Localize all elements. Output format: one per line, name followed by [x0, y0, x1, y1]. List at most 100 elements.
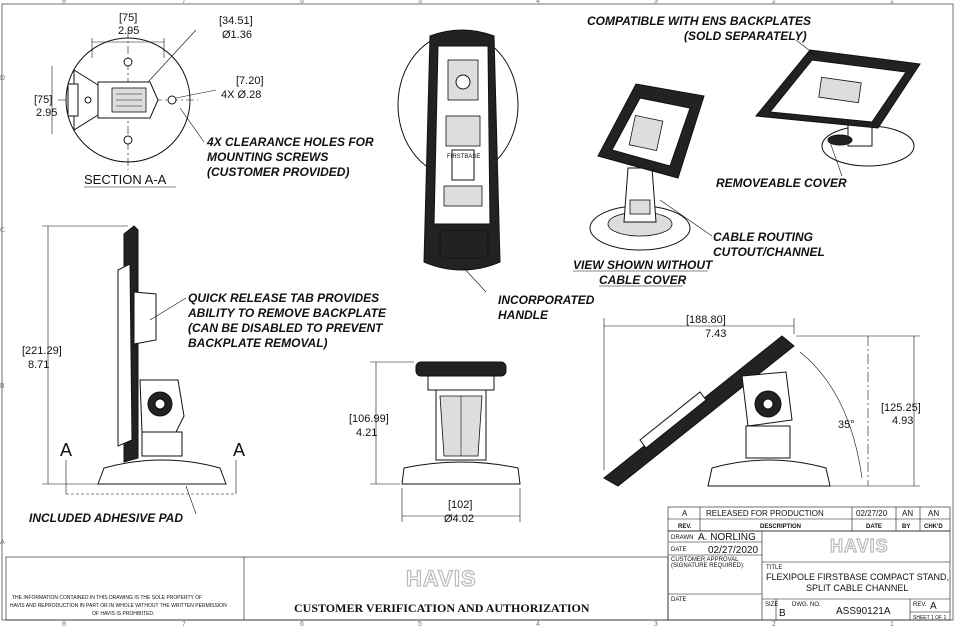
grid-bottom-7: 7	[182, 621, 186, 626]
drawn-value: A. NORLING	[698, 532, 756, 543]
profile-angle: 35°	[838, 419, 855, 431]
size-label: SIZE	[765, 602, 778, 608]
rev-header-rev: REV.	[678, 524, 692, 530]
side-dim-bracket: [221.29]	[22, 345, 62, 357]
footer-block: THE INFORMATION CONTAINED IN THIS DRAWIN…	[5, 556, 669, 621]
mounting-hole-top-icon	[123, 57, 133, 67]
front-base-value: Ø4.02	[444, 513, 474, 525]
dwg-label: DWG. NO.	[792, 602, 821, 608]
front-view: [106.99] 4.21 [102] Ø4.02	[349, 361, 521, 525]
profile-view: [188.80] 7.43 [125.25] 4.93 35°	[603, 314, 921, 487]
side-dim-value: 8.71	[28, 359, 49, 371]
section-hole-dim-bracket: [7.20]	[236, 75, 264, 87]
mounting-hole-right-icon	[167, 95, 177, 105]
rev-header-date: DATE	[866, 524, 882, 530]
grid-side-a: A	[0, 539, 5, 546]
rev-by: AN	[902, 509, 913, 518]
section-top-dim-value: 2.95	[118, 25, 139, 37]
grid-top-7: 7	[182, 0, 186, 5]
title-block-logo: HAVIS	[830, 536, 889, 556]
grid-bottom-4: 4	[536, 621, 540, 626]
sheet-number: SHEET 1 OF 1	[913, 615, 946, 621]
footer-logo: HAVIS	[406, 566, 477, 591]
disclaimer-line-3: OF HAVIS IS PROHIBITED.	[92, 611, 154, 617]
rev-label-value: A	[930, 601, 937, 612]
quick-release-callout-1: QUICK RELEASE TAB PROVIDES	[188, 291, 379, 305]
rev-value: A	[682, 509, 688, 518]
cable-routing-callout-1: CABLE ROUTING	[713, 230, 813, 244]
clearance-holes-callout-2: MOUNTING SCREWS	[207, 150, 328, 164]
grid-side-c: C	[0, 227, 5, 234]
section-a-a-view: [75] 2.95 [75] 2.95 [34.51] Ø1.36 [7.20]…	[34, 12, 264, 188]
revision-block: A RELEASED FOR PRODUCTION 02/27/20 AN AN…	[667, 506, 951, 532]
date-label: DATE	[671, 547, 687, 553]
compatible-callout-1: COMPATIBLE WITH ENS BACKPLATES	[587, 14, 811, 28]
size-value: B	[779, 608, 786, 619]
profile-base	[707, 459, 831, 487]
profile-width-value: 7.43	[705, 328, 726, 340]
rev-header-by: BY	[902, 524, 910, 530]
rear-view: FIRSTBASE	[397, 29, 519, 293]
title-line-2: SPLIT CABLE CHANNEL	[806, 583, 908, 593]
date-value: 02/27/2020	[708, 545, 758, 556]
incorporated-handle-callout-1: INCORPORATED	[498, 293, 595, 307]
adhesive-pad-callout: INCLUDED ADHESIVE PAD	[29, 511, 183, 525]
profile-width-bracket: [188.80]	[686, 314, 726, 326]
grid-bottom-1: 1	[890, 621, 894, 626]
front-top-plate	[415, 361, 507, 377]
compatible-callout-2: (SOLD SEPARATELY)	[684, 29, 807, 43]
grid-top-3: 3	[654, 0, 658, 5]
grid-top-6: 6	[300, 0, 304, 5]
clearance-holes-callout-1: 4X CLEARANCE HOLES FOR	[206, 135, 374, 149]
grid-bottom-6: 6	[300, 621, 304, 626]
iso-view-with-cover	[755, 39, 921, 177]
section-marker-right: A	[233, 440, 245, 460]
view-without-callout-1: VIEW SHOWN WITHOUT	[573, 258, 714, 272]
approval-label-1: CUSTOMER APPROVAL	[671, 557, 739, 563]
rev-chkd: AN	[928, 509, 939, 518]
quick-release-callout-3: (CAN BE DISABLED TO PREVENT	[188, 321, 384, 335]
front-height-value: 4.21	[356, 427, 377, 439]
grid-top-4: 4	[536, 0, 540, 5]
grid-bottom-3: 3	[654, 621, 658, 626]
quick-release-tab	[133, 291, 157, 345]
quick-release-callout-2: ABILITY TO REMOVE BACKPLATE	[187, 306, 387, 320]
side-base	[97, 459, 227, 485]
profile-tablet	[603, 335, 795, 487]
disclaimer-line-1: THE INFORMATION CONTAINED IN THIS DRAWIN…	[12, 595, 202, 601]
view-without-callout-2: CABLE COVER	[599, 273, 687, 287]
removeable-cover-callout: REMOVEABLE COVER	[716, 176, 847, 190]
grid-top-5: 5	[418, 0, 422, 5]
grid-bottom-5: 5	[418, 621, 422, 626]
drawn-label: DRAWN	[671, 535, 693, 541]
cable-routing-callout-2: CUTOUT/CHANNEL	[713, 245, 825, 259]
front-base	[401, 461, 521, 485]
verification-title: CUSTOMER VERIFICATION AND AUTHORIZATION	[294, 601, 590, 615]
title-line-1: FLEXIPOLE FIRSTBASE COMPACT STAND,	[766, 572, 949, 582]
disclaimer-line-2: HAVIS AND REPRODUCTION IN PART OR IN WHO…	[10, 603, 227, 609]
iso-view-without-cover	[589, 83, 713, 251]
section-left-dim-value: 2.95	[36, 107, 57, 119]
grid-zones: 8 7 6 5 4 3 2 1 8 7 6 5 4 3 2 1 D C B A	[0, 0, 894, 626]
rev-header-chkd: CHK'D	[924, 524, 943, 530]
section-dia-dim-bracket: [34.51]	[219, 15, 253, 27]
title-label: TITLE	[766, 565, 782, 571]
section-top-dim-bracket: [75]	[119, 12, 137, 24]
grid-top-2: 2	[772, 0, 776, 5]
title-block: DRAWN A. NORLING DATE 02/27/2020 CUSTOME…	[667, 530, 951, 621]
side-view: A A [221.29] 8.71	[22, 225, 245, 515]
quick-release-callout-4: BACKPLATE REMOVAL)	[188, 336, 328, 350]
dwg-value: ASS90121A	[836, 606, 891, 617]
front-base-bracket: [102]	[448, 499, 472, 511]
removeable-cover-part	[827, 134, 853, 146]
rev-label: REV.	[913, 602, 927, 608]
profile-height-bracket: [125.25]	[881, 402, 921, 414]
grid-side-b: B	[0, 383, 5, 390]
rear-handle	[439, 229, 489, 259]
incorporated-handle-callout-2: HANDLE	[498, 308, 549, 322]
svg-text:FIRSTBASE: FIRSTBASE	[447, 154, 480, 160]
grid-side-d: D	[0, 75, 5, 82]
profile-height-value: 4.93	[892, 415, 913, 427]
section-dia-dim-value: Ø1.36	[222, 29, 252, 41]
rev-date: 02/27/20	[856, 509, 888, 518]
